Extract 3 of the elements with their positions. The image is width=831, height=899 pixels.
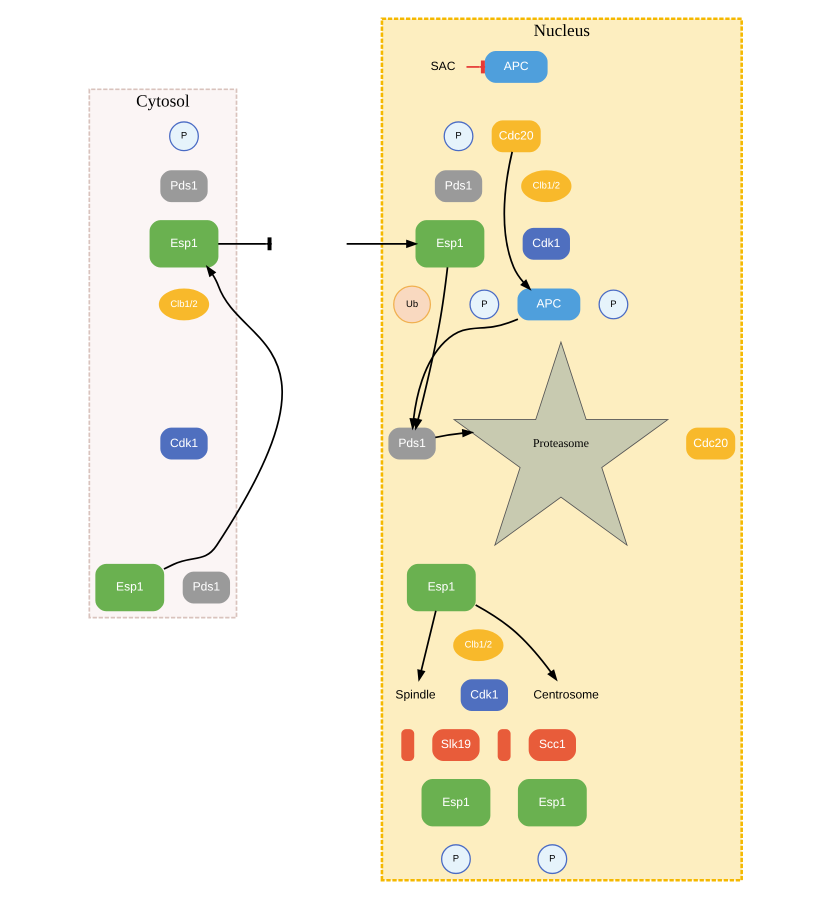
node-text: Centrosome — [533, 687, 599, 702]
node-text: SAC — [430, 59, 456, 74]
node-text: Spindle — [395, 687, 436, 702]
